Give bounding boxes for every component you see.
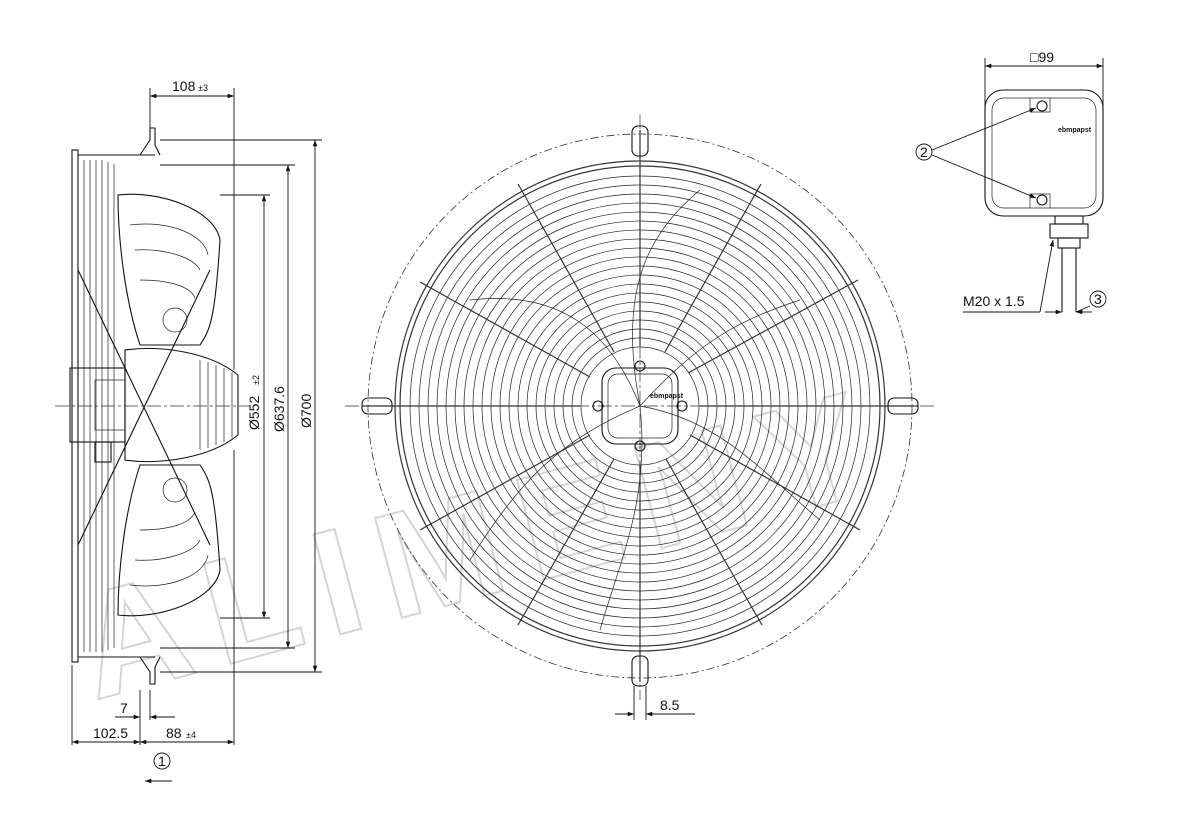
dim-552-label: Ø552 <box>246 396 262 430</box>
callout-3-label: 3 <box>1094 291 1102 307</box>
side-view: 108 ±3 Ø552 ±2 Ø637.6 Ø700 7 102.5 88 ±4 <box>55 78 322 784</box>
dim-88-tolerance: ±4 <box>186 730 196 740</box>
dim-99-label: □99 <box>1030 49 1054 65</box>
cable-gland-side <box>94 441 112 463</box>
dim-7-label: 7 <box>120 700 128 716</box>
motor-box-front <box>601 367 679 445</box>
terminal-box <box>984 89 1104 217</box>
callout-2-circle <box>915 143 933 161</box>
thread-leader <box>1039 239 1055 313</box>
mount-foot-top <box>139 127 161 156</box>
callout-2-leader-top <box>931 107 1037 151</box>
dim-108-label: 108 <box>172 78 196 94</box>
dim-88-label: 88 <box>166 725 182 741</box>
dim-8-5-label: 8.5 <box>660 697 680 713</box>
box-brand-logo: ebmpapst <box>1058 127 1092 134</box>
callout-2-leader-bottom <box>931 154 1037 199</box>
blade-lower <box>117 464 221 617</box>
dim-108-tolerance: ±3 <box>198 83 208 93</box>
dim-637-label: Ø637.6 <box>271 386 287 432</box>
thread-label: M20 x 1.5 <box>963 293 1025 309</box>
rotor <box>124 347 239 463</box>
terminal-box-view: □99 ebmpapst 2 M20 x 1.5 3 <box>915 49 1107 315</box>
mount-foot-bottom <box>139 656 161 685</box>
dim-700-label: Ø700 <box>298 394 314 428</box>
callout-3-circle <box>1089 290 1107 308</box>
dim-102-label: 102.5 <box>93 725 128 741</box>
callout-2-label: 2 <box>920 144 928 160</box>
callout-1-label: 1 <box>158 753 166 769</box>
strut-lower <box>77 269 211 546</box>
dim-552-tolerance: ±2 <box>251 375 261 385</box>
callout-1-circle <box>153 752 171 770</box>
box-screw-top <box>1036 100 1048 112</box>
front-brand-logo: ebmpapst <box>650 393 684 400</box>
blade-upper <box>117 193 221 346</box>
cable-gland-nut <box>1054 215 1084 225</box>
box-screw-bottom <box>1036 194 1048 206</box>
front-view: ebmpapst 8.5 <box>345 115 935 720</box>
